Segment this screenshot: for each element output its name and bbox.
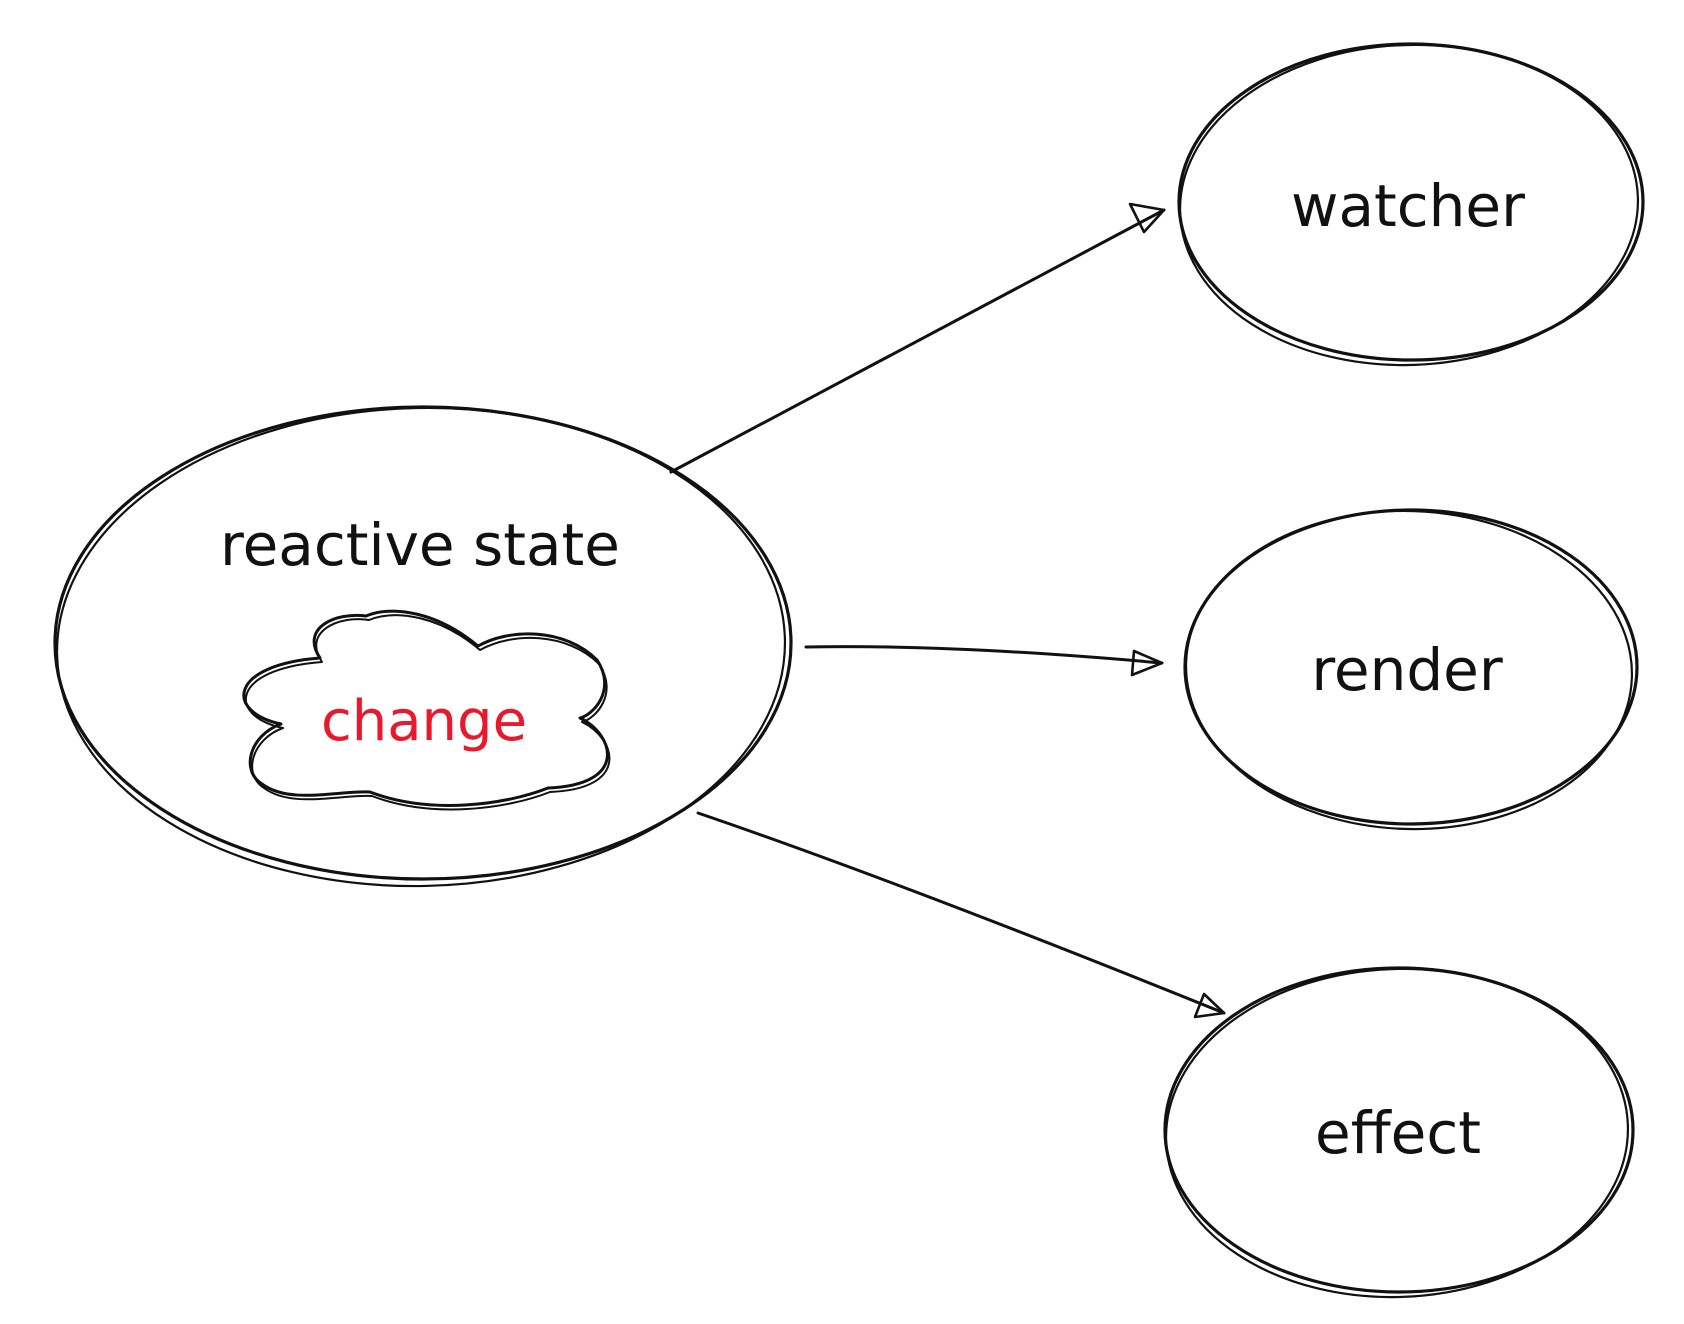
render-node: render: [1183, 508, 1639, 831]
cloud-shape-stroke-2: [245, 614, 611, 811]
change-label: change: [321, 689, 527, 754]
change-cloud: change: [242, 609, 611, 811]
render-ellipse-stroke-2: [1184, 509, 1634, 831]
arrow-to-render: [804, 645, 1164, 677]
reactive-state-label: reactive state: [220, 511, 620, 579]
arrow-to-effect-shaft: [696, 811, 1226, 1015]
cloud-shape: [242, 609, 609, 807]
reactive-state-ellipse-stroke-2: [55, 406, 787, 888]
arrow-to-render-shaft: [804, 645, 1164, 665]
arrow-to-watcher-head: [1128, 202, 1166, 234]
effect-node: effect: [1163, 966, 1635, 1299]
reactive-state-node: reactive state: [53, 405, 793, 888]
render-label: render: [1311, 636, 1503, 704]
effect-ellipse-stroke-2: [1164, 967, 1630, 1299]
arrow-to-watcher-shaft: [669, 208, 1166, 474]
watcher-ellipse-stroke-2: [1178, 43, 1640, 367]
arrow-to-render-head: [1130, 649, 1164, 677]
watcher-node: watcher: [1177, 42, 1645, 367]
watcher-label: watcher: [1291, 172, 1525, 240]
arrow-to-effect-head: [1193, 992, 1226, 1019]
arrow-to-effect: [696, 811, 1226, 1019]
effect-label: effect: [1315, 1099, 1481, 1167]
arrow-to-watcher: [669, 202, 1166, 474]
